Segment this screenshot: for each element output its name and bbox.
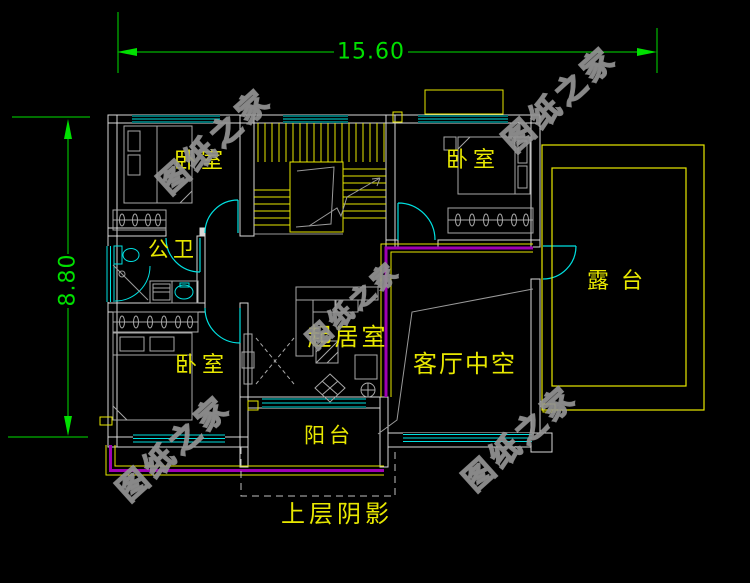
door-bedroom-top-right [397, 202, 436, 241]
room-label-living-void: 客厅中空 [413, 350, 517, 378]
bed-top-left [123, 125, 193, 204]
room-label-bedroom-bottom-left: 卧室 [174, 353, 230, 378]
window-top-right [418, 115, 508, 123]
door-bedroom-bottom-left [204, 307, 241, 344]
dimension-left [8, 116, 90, 438]
dimension-width-value: 15.60 [337, 39, 405, 65]
window-stairwell [283, 115, 348, 123]
window-canopy [424, 89, 504, 115]
room-label-terrace: 露台 [586, 269, 656, 294]
balcony-railing [105, 445, 384, 476]
furniture [112, 125, 534, 421]
upper-shadow-outline [240, 447, 396, 497]
doors [165, 199, 577, 344]
void-railing [380, 243, 533, 397]
door-bedroom-top-left [204, 199, 239, 234]
sofa-set [295, 286, 379, 403]
wardrobe-top-left [112, 209, 167, 231]
bed-bottom-left [112, 332, 193, 421]
column-markers [99, 111, 556, 426]
terrace-railing [541, 144, 705, 411]
room-label-balcony: 阳台 [304, 423, 354, 448]
dimension-height-value: 8.80 [55, 253, 81, 307]
stair-well-break [295, 166, 335, 228]
window-top-left [132, 115, 220, 123]
shower [112, 264, 151, 302]
window-bottom-left [133, 434, 225, 443]
wardrobe-top-right [447, 207, 534, 234]
dim-arrow-right [637, 48, 657, 56]
dim-arrow-down [64, 416, 72, 436]
stair-direction-arrow [308, 177, 381, 227]
room-label-bedroom-top-left: 卧室 [173, 149, 229, 174]
wardrobe-bottom-left [112, 311, 199, 333]
windows [106, 115, 532, 443]
room-label-upper-shadow: 上层阴影 [281, 500, 393, 528]
window-void-bottom [403, 433, 532, 443]
stair-well [289, 161, 344, 233]
room-label-bedroom-top-right: 卧室 [445, 148, 501, 173]
dimension-top [117, 12, 658, 73]
window-balcony [262, 398, 366, 408]
toilet [113, 245, 140, 265]
stair-treads-right [343, 168, 386, 219]
room-label-living-room: 起居室 [307, 323, 389, 351]
room-label-bathroom: 公卫 [148, 237, 198, 262]
stair-treads-left [254, 189, 290, 226]
door-terrace [542, 245, 577, 280]
stair-treads-upper [257, 123, 385, 162]
bed-top-right [443, 136, 531, 195]
door-bathroom [165, 237, 201, 273]
void-break-line [377, 288, 534, 435]
vanity [149, 280, 199, 304]
dim-arrow-up [64, 119, 72, 139]
tv-unit [241, 333, 295, 385]
dim-arrow-left [117, 48, 137, 56]
bathroom-fixtures [112, 245, 199, 304]
staircase [254, 123, 386, 233]
